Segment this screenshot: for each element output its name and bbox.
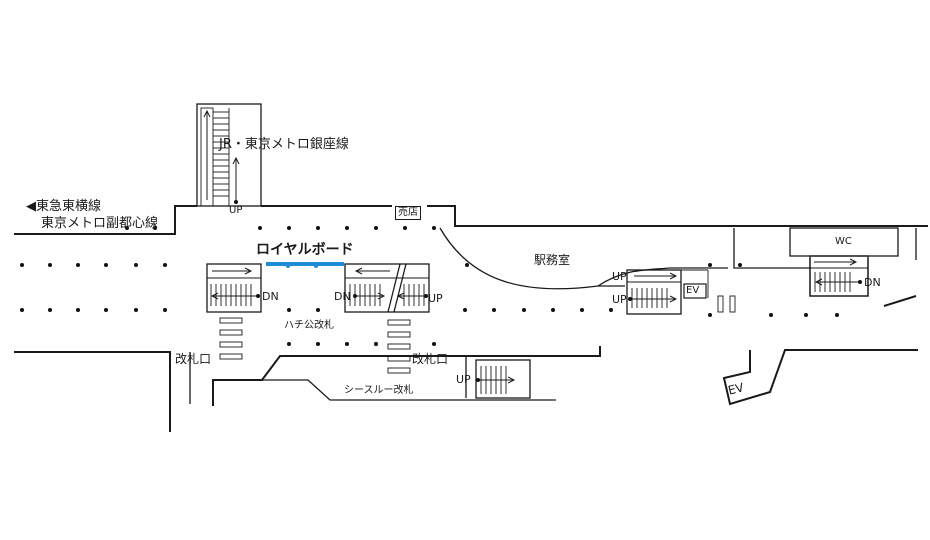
gate-label-right: 改札口 <box>412 352 449 366</box>
right-structures <box>722 227 918 406</box>
stair-right-wc <box>809 255 869 297</box>
stair-left-dn <box>206 263 262 313</box>
dn-label-middle: DN <box>334 290 351 303</box>
jr-ginza-line-label: JR・東京メトロ銀座線 <box>219 137 349 152</box>
dn-label-left: DN <box>262 290 279 303</box>
up-label-right-2: UP <box>612 293 627 306</box>
tokyu-line-label: ◀東急東横線 <box>26 199 101 214</box>
ev-small-label: EV <box>686 285 700 296</box>
royal-board-bar <box>266 262 344 268</box>
seethrough-gate-label: シースルー改札 <box>344 385 414 396</box>
station-office-label: 駅務室 <box>534 253 571 267</box>
stair-bottom-up <box>465 356 531 399</box>
gate-markers <box>219 295 736 374</box>
fukutoshin-line-label: 東京メトロ副都心線 <box>41 216 159 231</box>
wc-label: WC <box>835 236 852 247</box>
dn-label-right: DN <box>864 276 881 289</box>
stair-right-office <box>626 269 709 315</box>
jr-stair-shaft <box>196 103 262 207</box>
up-label-bottom: UP <box>456 373 471 386</box>
stair-middle <box>344 263 430 313</box>
up-label-middle: UP <box>428 292 443 305</box>
up-label-right-1: UP <box>612 270 627 283</box>
hachiko-gate-label: ハチ公改札 <box>284 320 334 331</box>
gate-label-left: 改札口 <box>175 352 212 366</box>
concourse-walls <box>14 205 928 432</box>
pillar-dots <box>20 226 839 346</box>
ev-large-label: EV <box>726 380 746 398</box>
royal-board-label: ロイヤルボード <box>256 242 354 258</box>
shop-label: 売店 <box>395 206 421 220</box>
up-label-top: UP <box>229 205 243 216</box>
